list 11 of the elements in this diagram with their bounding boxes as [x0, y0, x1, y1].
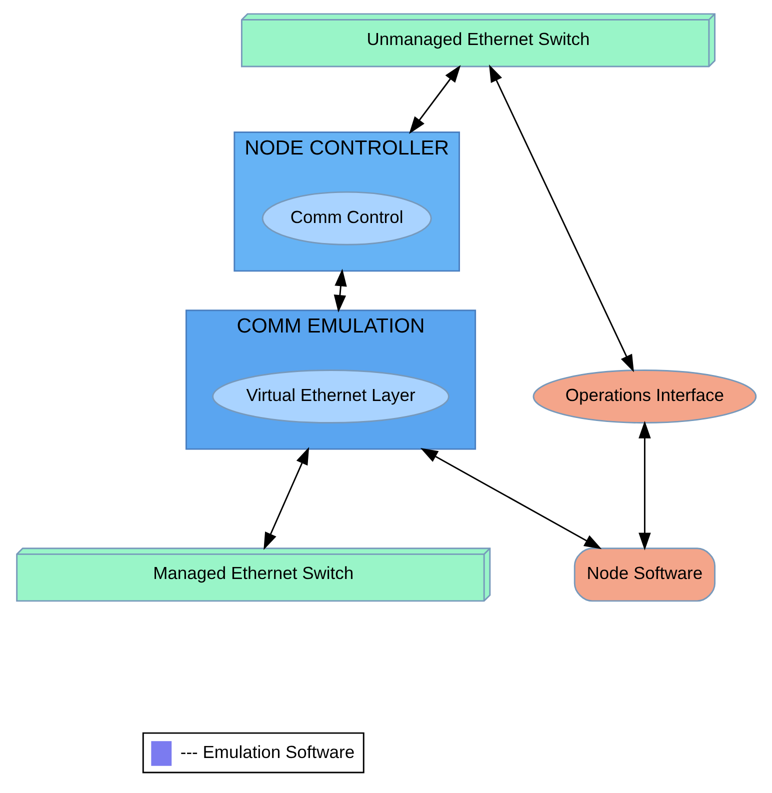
arrow — [333, 268, 346, 313]
node-ellipse: Comm Control — [261, 191, 432, 246]
node-ellipse: Virtual Ethernet Layer — [212, 369, 449, 424]
arrow — [263, 447, 309, 550]
legend-label: --- Emulation Software — [180, 742, 354, 762]
arrow — [420, 448, 602, 550]
node-ellipse: Operations Interface — [532, 369, 756, 424]
arrow — [408, 65, 460, 134]
arrow — [638, 420, 650, 550]
node-box: Node Software — [573, 548, 716, 602]
arrow — [488, 64, 634, 372]
